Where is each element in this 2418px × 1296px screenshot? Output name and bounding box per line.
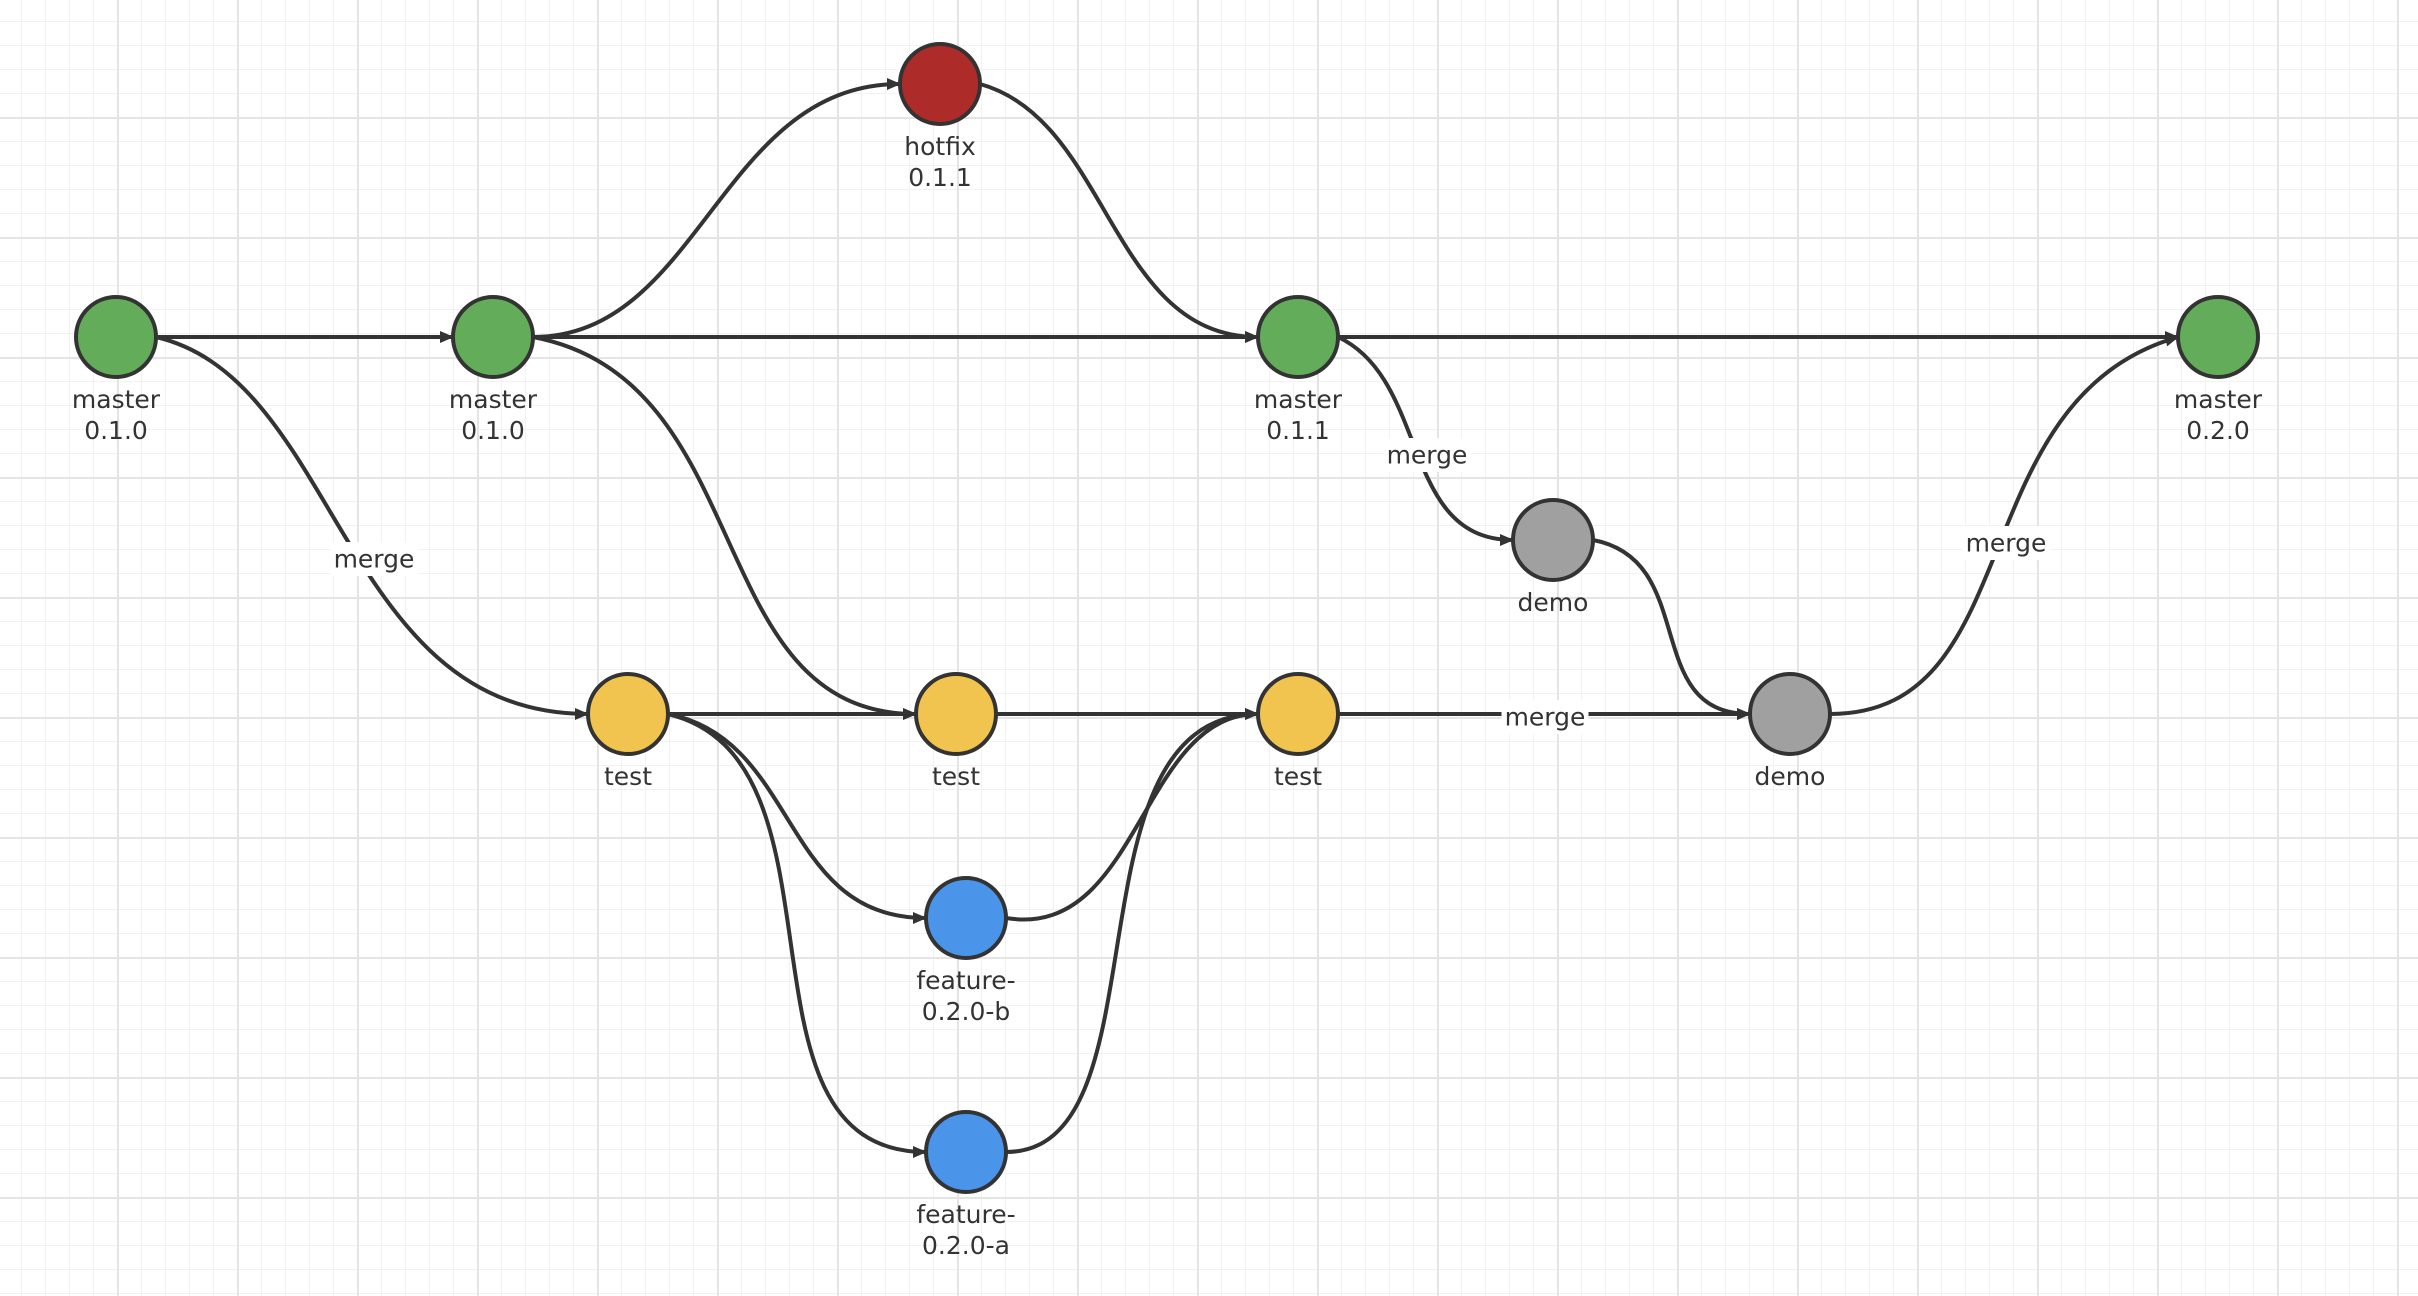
node-label-line: 0.2.0-b — [922, 997, 1011, 1026]
node-label-line: feature- — [916, 966, 1015, 995]
edge-label-demo-2-to-master-4: merge — [1962, 526, 2050, 560]
node-label-line: 0.1.0 — [461, 416, 525, 445]
master-node-circle[interactable] — [74, 295, 158, 379]
demo-node-circle[interactable] — [1748, 672, 1832, 756]
edge-test-1-to-feature-b — [667, 712, 927, 924]
node-demo-1[interactable]: demo — [1511, 498, 1595, 617]
edge-label-master-3-to-demo-1: merge — [1383, 438, 1471, 472]
edge-master-2-to-test-2 — [532, 335, 917, 720]
edge-label-background — [330, 542, 418, 576]
node-label-line: hotfix — [904, 132, 975, 161]
node-test-3[interactable]: test — [1256, 672, 1340, 791]
edge-master-2-to-hotfix — [532, 78, 901, 339]
node-label-line: 0.1.1 — [908, 163, 972, 192]
test-node-circle[interactable] — [1256, 672, 1340, 756]
node-label-line: demo — [1518, 588, 1589, 617]
node-label-line: demo — [1755, 762, 1826, 791]
edge-label-text: merge — [334, 545, 415, 574]
node-label-line: test — [932, 762, 980, 791]
edge-test-1-to-feature-a — [667, 712, 927, 1158]
edge-demo-2-to-master-4 — [1829, 334, 2179, 716]
node-label-line: master — [1254, 385, 1343, 414]
node-label-line: master — [449, 385, 538, 414]
test-node-circle[interactable] — [586, 672, 670, 756]
node-label-line: master — [2174, 385, 2263, 414]
hotfix-node-circle[interactable] — [898, 42, 982, 126]
edge-hotfix-to-master-3 — [979, 82, 1259, 343]
edge-feature-b-to-test-3 — [1005, 708, 1259, 922]
node-test-1[interactable]: test — [586, 672, 670, 791]
node-feature-a[interactable]: feature-0.2.0-a — [916, 1110, 1016, 1260]
edge-label-text: merge — [1966, 529, 2047, 558]
test-node-circle[interactable] — [914, 672, 998, 756]
edge-label-background — [1383, 438, 1471, 472]
edge-master-1-to-test-1 — [155, 335, 589, 720]
node-label-line: 0.2.0 — [2186, 416, 2250, 445]
master-node-circle[interactable] — [2176, 295, 2260, 379]
edge-label-background — [1962, 526, 2050, 560]
edge-label-text: merge — [1505, 703, 1586, 732]
node-label-line: 0.1.1 — [1266, 416, 1330, 445]
node-demo-2[interactable]: demo — [1748, 672, 1832, 791]
master-node-circle[interactable] — [1256, 295, 1340, 379]
node-test-2[interactable]: test — [914, 672, 998, 791]
feature-node-circle[interactable] — [924, 876, 1008, 960]
edge-feature-a-to-test-3 — [1005, 708, 1259, 1154]
feature-node-circle[interactable] — [924, 1110, 1008, 1194]
edge-label-master-1-to-test-1: merge — [330, 542, 418, 576]
master-node-circle[interactable] — [451, 295, 535, 379]
demo-node-circle[interactable] — [1511, 498, 1595, 582]
node-label-line: test — [604, 762, 652, 791]
edge-label-test-3-to-demo-2: merge — [1501, 700, 1589, 734]
nodes-layer: master0.1.0master0.1.0hotfix0.1.1master0… — [72, 42, 2263, 1260]
node-label-line: 0.2.0-a — [922, 1231, 1010, 1260]
node-label-line: test — [1274, 762, 1322, 791]
node-label-line: 0.1.0 — [84, 416, 148, 445]
edges-layer — [155, 78, 2179, 1158]
edge-demo-1-to-demo-2 — [1592, 538, 1751, 720]
node-label-line: master — [72, 385, 161, 414]
edge-label-background — [1501, 700, 1589, 734]
node-feature-b[interactable]: feature-0.2.0-b — [916, 876, 1016, 1026]
edge-labels-layer: merge merge merge merge — [330, 438, 2050, 734]
edge-label-text: merge — [1387, 441, 1468, 470]
node-label-line: feature- — [916, 1200, 1015, 1229]
